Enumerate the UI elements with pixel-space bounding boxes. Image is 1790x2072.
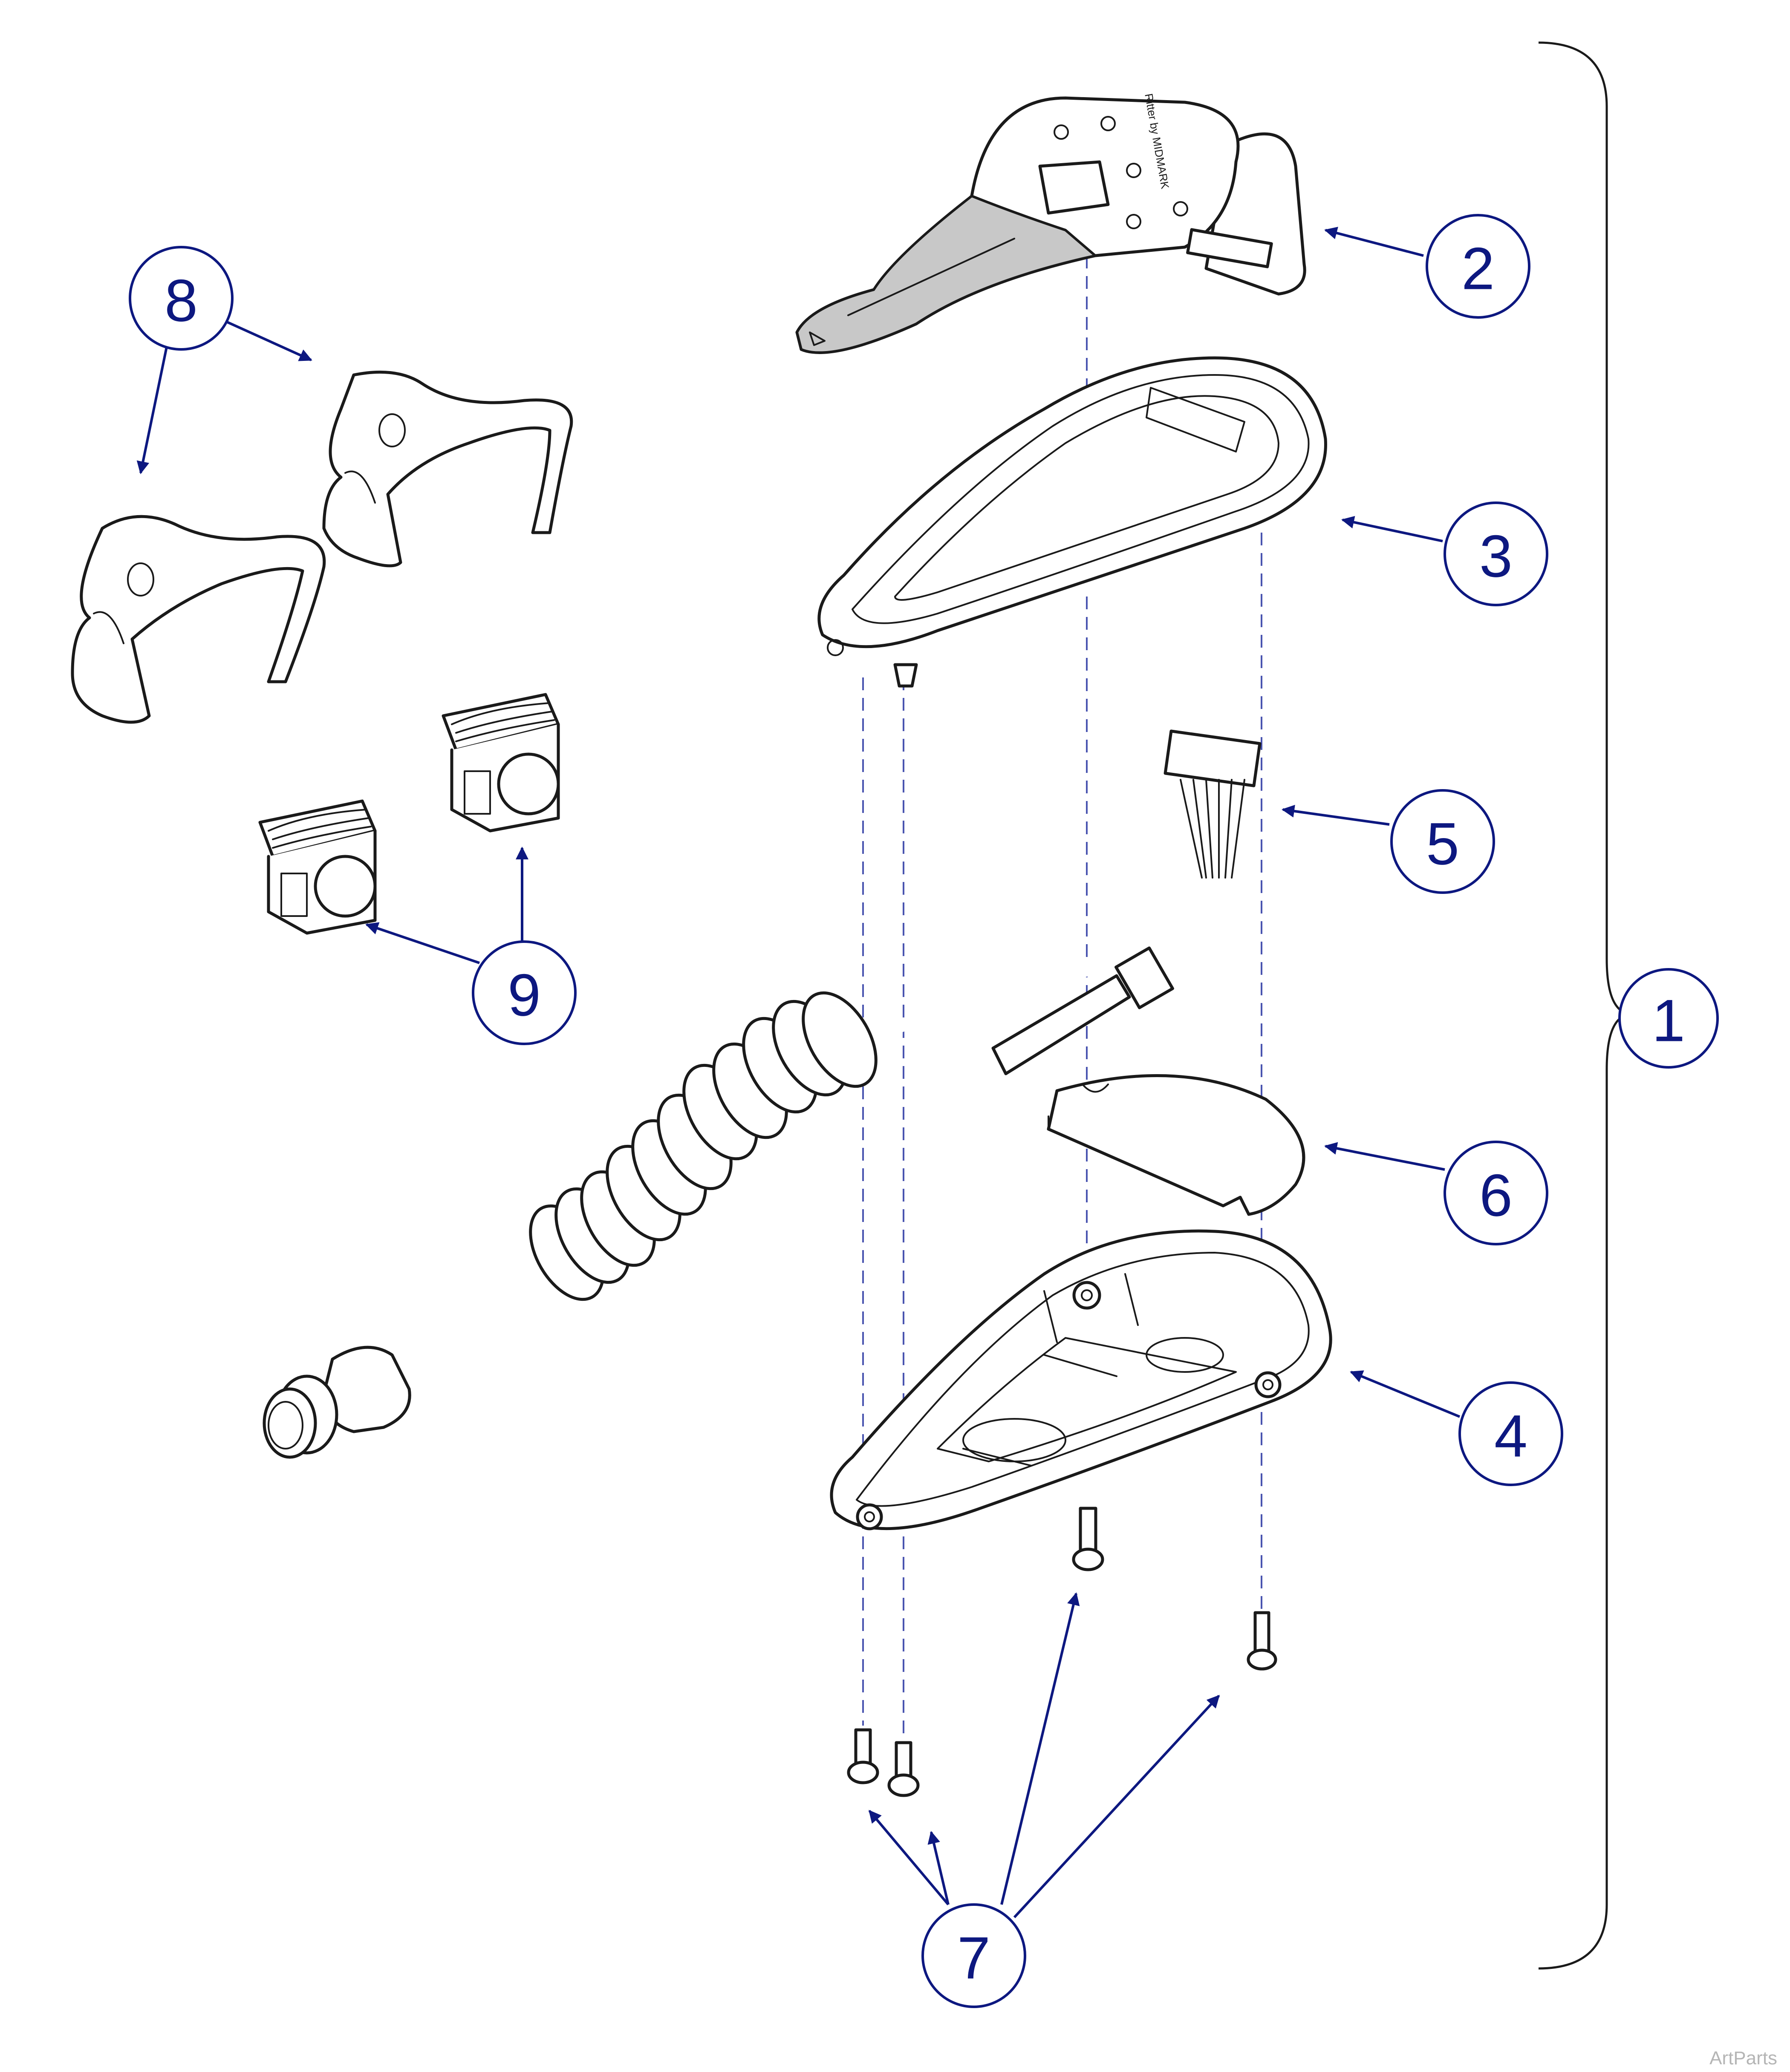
coiled-cord xyxy=(529,991,878,1301)
callout-6: 6 xyxy=(1444,1141,1548,1245)
ribbon-connector xyxy=(1164,729,1262,879)
bumper-clip xyxy=(442,693,560,833)
handle-clip xyxy=(322,370,573,568)
callout-2-label: 2 xyxy=(1461,235,1495,302)
callout-7: 7 xyxy=(921,1903,1026,2008)
base-housing xyxy=(830,1229,1332,1530)
callout-8-label: 8 xyxy=(165,267,198,334)
insulator-plate xyxy=(1047,1074,1305,1216)
callout-9: 9 xyxy=(472,940,577,1045)
callout-3-label: 3 xyxy=(1479,523,1513,590)
callout-3: 3 xyxy=(1444,501,1548,606)
callout-9-label: 9 xyxy=(508,962,541,1029)
callout-4: 4 xyxy=(1458,1381,1563,1486)
callout-6-label: 6 xyxy=(1479,1162,1513,1229)
screw xyxy=(847,1728,879,1784)
membrane-overlay: Ritter by MIDMARK xyxy=(795,92,1306,354)
callout-8: 8 xyxy=(129,246,234,351)
callout-1-label: 1 xyxy=(1652,987,1685,1054)
strain-relief-grommet xyxy=(991,946,1174,1075)
callout-7-label: 7 xyxy=(957,1925,990,1991)
top-housing xyxy=(817,356,1327,688)
watermark-text: ArtParts xyxy=(1709,2048,1777,2069)
cable-assembly xyxy=(263,729,1262,1459)
callout-2: 2 xyxy=(1426,214,1530,319)
callout-4-label: 4 xyxy=(1494,1403,1527,1470)
handle-clip xyxy=(71,515,326,724)
screw xyxy=(887,1741,920,1797)
bumper-clip xyxy=(258,799,377,935)
callout-5: 5 xyxy=(1390,789,1495,894)
screw xyxy=(1247,1611,1277,1671)
leader-lines xyxy=(136,227,1461,1919)
callout-5-label: 5 xyxy=(1426,810,1459,877)
screw xyxy=(1072,1507,1104,1571)
cable-connector-plug xyxy=(263,1346,411,1459)
assembly-bracket xyxy=(1538,41,1633,1970)
callout-1: 1 xyxy=(1618,968,1719,1069)
